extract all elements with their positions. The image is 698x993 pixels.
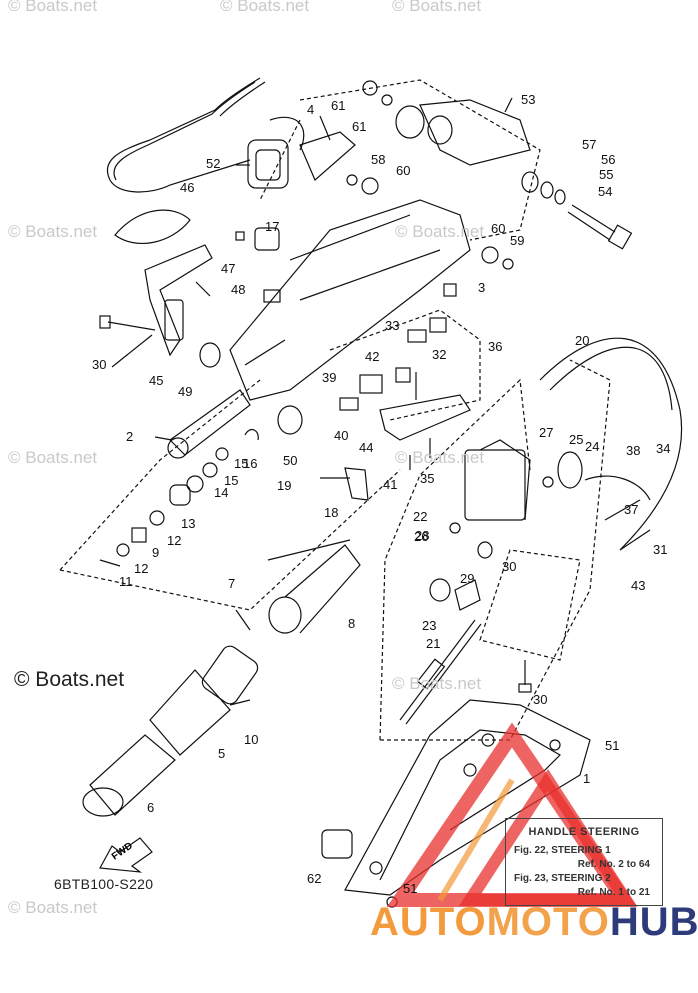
part-number-label: 52: [206, 156, 220, 171]
part-number-label: 35: [420, 471, 434, 486]
part-number-label: 23: [422, 618, 436, 633]
watermark: © Boats.net: [395, 222, 485, 241]
part-number-label: 38: [626, 443, 640, 458]
part-number-label: 49: [178, 384, 192, 399]
part-number-label: 24: [585, 439, 599, 454]
part-number-label: 51: [403, 881, 417, 896]
part-number-label: 41: [383, 477, 397, 492]
part-number-label: 10: [244, 732, 258, 747]
watermark: © Boats.net: [8, 0, 98, 15]
part-number-labels: 1234567891011121213141515161718192021222…: [0, 0, 670, 896]
part-number-label: 26: [414, 529, 428, 544]
part-number-label: 6: [147, 800, 154, 815]
diagram-code: 6BTB100-S220: [54, 876, 154, 892]
info-line-4: Ref. No. 1 to 21: [577, 887, 650, 898]
part-number-label: 50: [283, 453, 297, 468]
part-number-label: 2: [126, 429, 133, 444]
part-number-label: 54: [598, 184, 612, 199]
part-number-label: 37: [624, 502, 638, 517]
part-number-label: 5: [218, 746, 225, 761]
part-number-label: 44: [359, 440, 373, 455]
part-number-label: 45: [149, 373, 163, 388]
part-number-label: 4: [307, 102, 314, 117]
part-number-label: 60: [491, 221, 505, 236]
part-number-label: 61: [352, 119, 366, 134]
part-number-label: 30: [92, 357, 106, 372]
part-number-label: 12: [134, 561, 148, 576]
info-title: HANDLE STEERING: [528, 826, 640, 838]
part-number-label: 47: [221, 261, 235, 276]
part-number-label: 3: [478, 280, 485, 295]
watermark: © Boats.net: [220, 0, 310, 15]
part-number-label: 42: [365, 349, 379, 364]
info-line-3: Fig. 23, STEERING 2: [514, 873, 611, 884]
part-number-label: 58: [371, 152, 385, 167]
part-number-label: 18: [324, 505, 338, 520]
part-number-label: 15: [224, 473, 238, 488]
part-number-label: 30: [533, 692, 547, 707]
copyright-label: © Boats.net: [14, 668, 125, 691]
part-number-label: 16: [243, 456, 257, 471]
watermark: © Boats.net: [8, 222, 98, 241]
part-number-label: 56: [601, 152, 615, 167]
part-number-label: 7: [228, 576, 235, 591]
part-number-label: 11: [119, 574, 133, 589]
info-line-2: Ref. No. 2 to 64: [577, 859, 650, 870]
brand-part-2: MOTO: [486, 900, 610, 944]
part-number-label: 39: [322, 370, 336, 385]
part-number-label: 20: [575, 333, 589, 348]
brand-part-1: AUTO: [370, 900, 487, 944]
part-number-label: 14: [214, 485, 228, 500]
part-number-label: 31: [653, 542, 667, 557]
part-number-label: 12: [167, 533, 181, 548]
part-number-label: 32: [432, 347, 446, 362]
part-number-label: 33: [385, 318, 399, 333]
part-number-label: 19: [277, 478, 291, 493]
part-number-label: 51: [605, 738, 619, 753]
brand-part-3: HUB: [609, 900, 698, 944]
part-number-label: 27: [539, 425, 553, 440]
part-number-label: 43: [631, 578, 645, 593]
part-number-label: 36: [488, 339, 502, 354]
part-number-label: 59: [510, 233, 524, 248]
part-number-label: 46: [180, 180, 194, 195]
part-number-label: 9: [152, 545, 159, 560]
part-number-label: 40: [334, 428, 348, 443]
watermark: © Boats.net: [395, 448, 485, 467]
diagram-drawing: [59, 77, 683, 908]
handle-steering-info-box: HANDLE STEERING Fig. 22, STEERING 1 Ref.…: [505, 818, 663, 906]
part-number-label: 17: [265, 219, 279, 234]
part-number-label: 48: [231, 282, 245, 297]
part-number-label: 21: [426, 636, 440, 651]
autmotohub-wordmark: AUTOMOTOHUB: [370, 900, 698, 945]
watermark: © Boats.net: [392, 674, 482, 693]
part-number-label: 30: [502, 559, 516, 574]
watermark: © Boats.net: [8, 448, 98, 467]
part-number-label: 34: [656, 441, 670, 456]
part-number-label: 22: [413, 509, 427, 524]
part-number-label: 57: [582, 137, 596, 152]
part-number-label: 15: [234, 456, 248, 471]
autmotohub-triangle-logo: [386, 722, 638, 907]
watermark: © Boats.net: [8, 898, 98, 917]
part-number-label: 55: [599, 167, 613, 182]
part-number-label: 60: [396, 163, 410, 178]
info-line-1: Fig. 22, STEERING 1: [514, 845, 611, 856]
part-number-label: 28: [415, 528, 429, 543]
part-number-label: 29: [460, 571, 474, 586]
part-number-label: 25: [569, 432, 583, 447]
part-number-label: 53: [521, 92, 535, 107]
part-number-label: 1: [583, 771, 590, 786]
part-number-label: 8: [348, 616, 355, 631]
watermark: © Boats.net: [392, 0, 482, 15]
part-number-label: 62: [307, 871, 321, 886]
part-number-label: 64: [0, 0, 14, 3]
part-number-label: 13: [181, 516, 195, 531]
part-number-label: 63: [0, 0, 14, 3]
part-number-label: 61: [331, 98, 345, 113]
